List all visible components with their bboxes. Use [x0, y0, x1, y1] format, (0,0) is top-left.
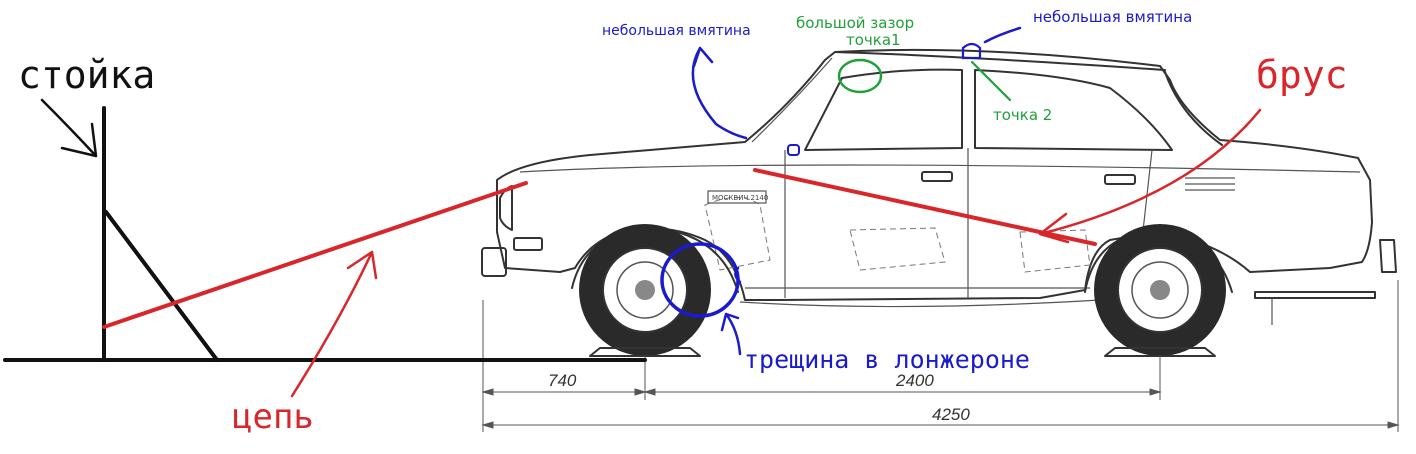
underbody-line	[739, 299, 1101, 308]
rear-wheel-block	[1104, 347, 1216, 357]
windshield-line	[751, 57, 833, 143]
label-stand: стойка	[18, 53, 155, 97]
point2-arrow	[970, 60, 1012, 102]
dimension-lines	[481, 280, 1400, 432]
belt-line	[519, 164, 1361, 173]
label-dent-right: небольшая вмятина	[1033, 8, 1192, 26]
stand-rig	[3, 106, 647, 362]
rear-bumper	[1379, 239, 1397, 273]
exhaust-pipe	[1254, 291, 1376, 299]
label-chain: цепь	[232, 397, 314, 437]
label-point1: точка1	[846, 31, 901, 49]
label-crack: трещина в лонжероне	[744, 345, 1030, 374]
rear-door-window	[974, 69, 1173, 151]
steering-outline	[704, 197, 771, 271]
seat-outline-front	[849, 227, 946, 271]
rear-windshield	[1164, 71, 1223, 146]
dimension-overall-length: 4250	[932, 405, 970, 424]
label-big-gap: большой зазор	[796, 14, 914, 32]
crack-arrow	[720, 266, 742, 356]
car-body-outline	[496, 48, 1373, 301]
rear-door-handle	[1104, 174, 1136, 185]
dent-left-marker	[787, 144, 800, 156]
front-wheel	[579, 224, 711, 356]
dent-left-arrow	[691, 46, 748, 140]
rear-wheel	[1094, 224, 1226, 356]
rear-vent-grille	[1185, 177, 1235, 191]
stand-arrow	[40, 98, 98, 158]
front-wheel-block	[589, 347, 701, 357]
model-badge-frame	[707, 190, 767, 204]
dimension-wheelbase: 2400	[895, 371, 934, 390]
beam-line	[753, 168, 1097, 246]
front-bumper	[481, 247, 507, 277]
label-point2: точка 2	[993, 106, 1052, 124]
model-badge: МОСКВИЧ 2140	[712, 194, 768, 202]
seat-outline-rear	[1019, 229, 1091, 273]
chain-arrow	[290, 250, 378, 398]
car-side-view-drawing: МОСКВИЧ 2140	[481, 48, 1400, 432]
front-door-handle	[921, 171, 953, 182]
beam-arrow	[1038, 108, 1262, 244]
front-indicator	[513, 237, 543, 251]
label-dent-left: небольшая вмятина	[602, 23, 751, 39]
front-door-window	[804, 68, 963, 151]
dimension-front-overhang: 740	[548, 371, 577, 390]
dent-right-marker	[961, 42, 982, 60]
point1-marker	[837, 58, 883, 94]
chain-line	[102, 181, 528, 329]
dent-right-arrow	[983, 26, 1022, 44]
stand-brace	[104, 210, 219, 362]
label-beam: брус	[1256, 53, 1348, 97]
